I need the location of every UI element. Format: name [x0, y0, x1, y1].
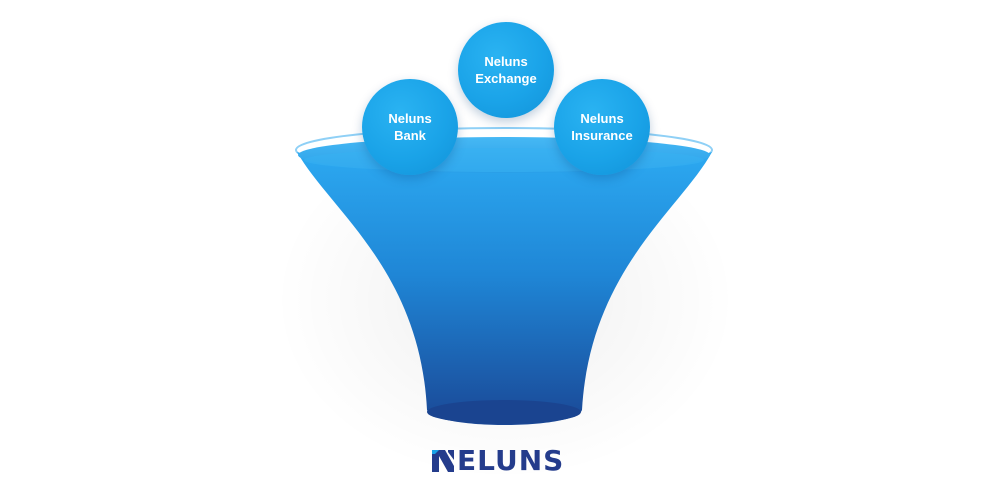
logo-text: ELUNS: [457, 444, 565, 477]
bubble-neluns-bank: Neluns Bank: [362, 79, 458, 175]
bubble-insurance-line2: Insurance: [571, 128, 633, 143]
neluns-logo: ELUNS: [430, 444, 580, 478]
bubble-exchange-line2: Exchange: [475, 71, 537, 86]
bubble-neluns-insurance: Neluns Insurance: [554, 79, 650, 175]
bubble-bank-line2: Bank: [394, 128, 426, 143]
funnel-spout-end: [427, 400, 581, 424]
neluns-n-mark-icon: [432, 450, 454, 472]
funnel-body: [297, 152, 712, 425]
bubble-neluns-exchange: Neluns Exchange: [458, 22, 554, 118]
funnel-top-highlight: [304, 148, 704, 172]
bubble-insurance-line1: Neluns: [580, 111, 624, 126]
bubble-bank-line1: Neluns: [388, 111, 432, 126]
bubble-exchange-line1: Neluns: [484, 54, 528, 69]
